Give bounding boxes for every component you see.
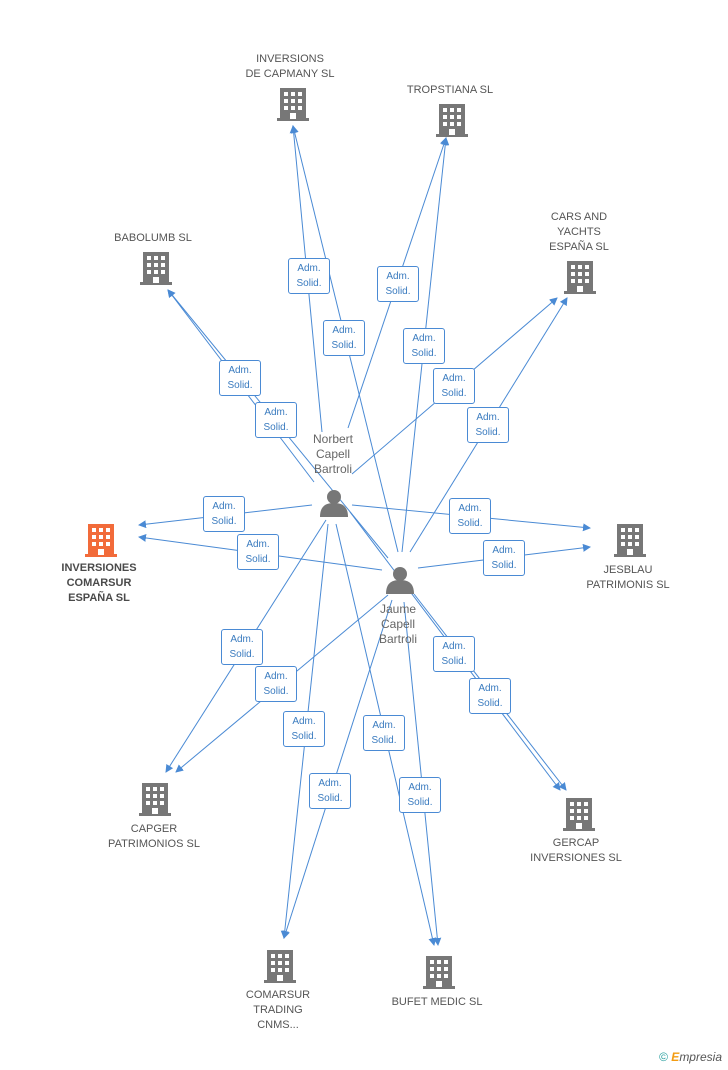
relation-label[interactable]: Adm. Solid. (469, 678, 511, 714)
relation-label[interactable]: Adm. Solid. (255, 402, 297, 438)
company-label-bufet-medic[interactable]: BUFET MEDIC SL (391, 996, 483, 1008)
building-icon-comarsur-trading[interactable] (264, 950, 296, 983)
relation-label[interactable]: Adm. Solid. (449, 498, 491, 534)
brand-logo-initial: E (671, 1050, 680, 1064)
brand-logo-text: mpresia (679, 1050, 722, 1064)
relation-label[interactable]: Adm. Solid. (283, 711, 325, 747)
relation-label[interactable]: Adm. Solid. (377, 266, 419, 302)
relation-label[interactable]: Adm. Solid. (403, 328, 445, 364)
relation-label[interactable]: Adm. Solid. (255, 666, 297, 702)
relation-label[interactable]: Adm. Solid. (203, 496, 245, 532)
company-label-inversions-capmany[interactable]: INVERSIONS DE CAPMANY SL (245, 53, 335, 80)
company-label-capger[interactable]: CAPGER PATRIMONIOS SL (108, 823, 200, 850)
edge-jaume-comarsur-trading (282, 599, 393, 939)
building-icon-cars-yachts[interactable] (564, 261, 596, 294)
relation-label[interactable]: Adm. Solid. (221, 629, 263, 665)
company-label-comarsur-trading[interactable]: COMARSUR TRADING CNMS... (245, 989, 311, 1031)
building-icon-inversions-capmany[interactable] (277, 88, 309, 121)
building-icon-babolumb[interactable] (140, 252, 172, 285)
person-label-norbert[interactable]: Norbert Capell Bartroli (312, 432, 354, 476)
edge-jaume-bufet-medic (403, 601, 442, 946)
company-label-tropstiana[interactable]: TROPSTIANA SL (406, 84, 494, 96)
company-label-gercap[interactable]: GERCAP INVERSIONES SL (530, 837, 622, 864)
relation-label[interactable]: Adm. Solid. (323, 320, 365, 356)
company-label-inversiones-comarsur[interactable]: INVERSIONES COMARSUR ESPAÑA SL (61, 562, 137, 604)
edges-layer (138, 125, 591, 946)
relation-label[interactable]: Adm. Solid. (467, 407, 509, 443)
company-label-cars-yachts[interactable]: CARS AND YACHTS ESPAÑA SL (549, 211, 609, 253)
building-icon-bufet-medic[interactable] (423, 956, 455, 989)
company-label-babolumb[interactable]: BABOLUMB SL (114, 232, 192, 244)
person-icon-jaume[interactable] (386, 567, 414, 594)
relation-label[interactable]: Adm. Solid. (363, 715, 405, 751)
relation-label[interactable]: Adm. Solid. (433, 636, 475, 672)
relation-label[interactable]: Adm. Solid. (399, 777, 441, 813)
building-icon-jesblau[interactable] (614, 524, 646, 557)
relation-label[interactable]: Adm. Solid. (483, 540, 525, 576)
company-label-jesblau[interactable]: JESBLAU PATRIMONIS SL (586, 564, 670, 591)
building-icon-inversiones-comarsur[interactable] (85, 524, 117, 557)
copyright-icon: © (659, 1050, 668, 1064)
relation-label[interactable]: Adm. Solid. (219, 360, 261, 396)
footer-brand: © Empresia (659, 1050, 722, 1064)
relation-label[interactable]: Adm. Solid. (237, 534, 279, 570)
person-label-jaume[interactable]: Jaume Capell Bartroli (378, 602, 418, 646)
building-icon-capger[interactable] (139, 783, 171, 816)
building-icon-tropstiana[interactable] (436, 104, 468, 137)
relation-label[interactable]: Adm. Solid. (433, 368, 475, 404)
relation-label[interactable]: Adm. Solid. (309, 773, 351, 809)
relation-label[interactable]: Adm. Solid. (288, 258, 330, 294)
building-icon-gercap[interactable] (563, 798, 595, 831)
